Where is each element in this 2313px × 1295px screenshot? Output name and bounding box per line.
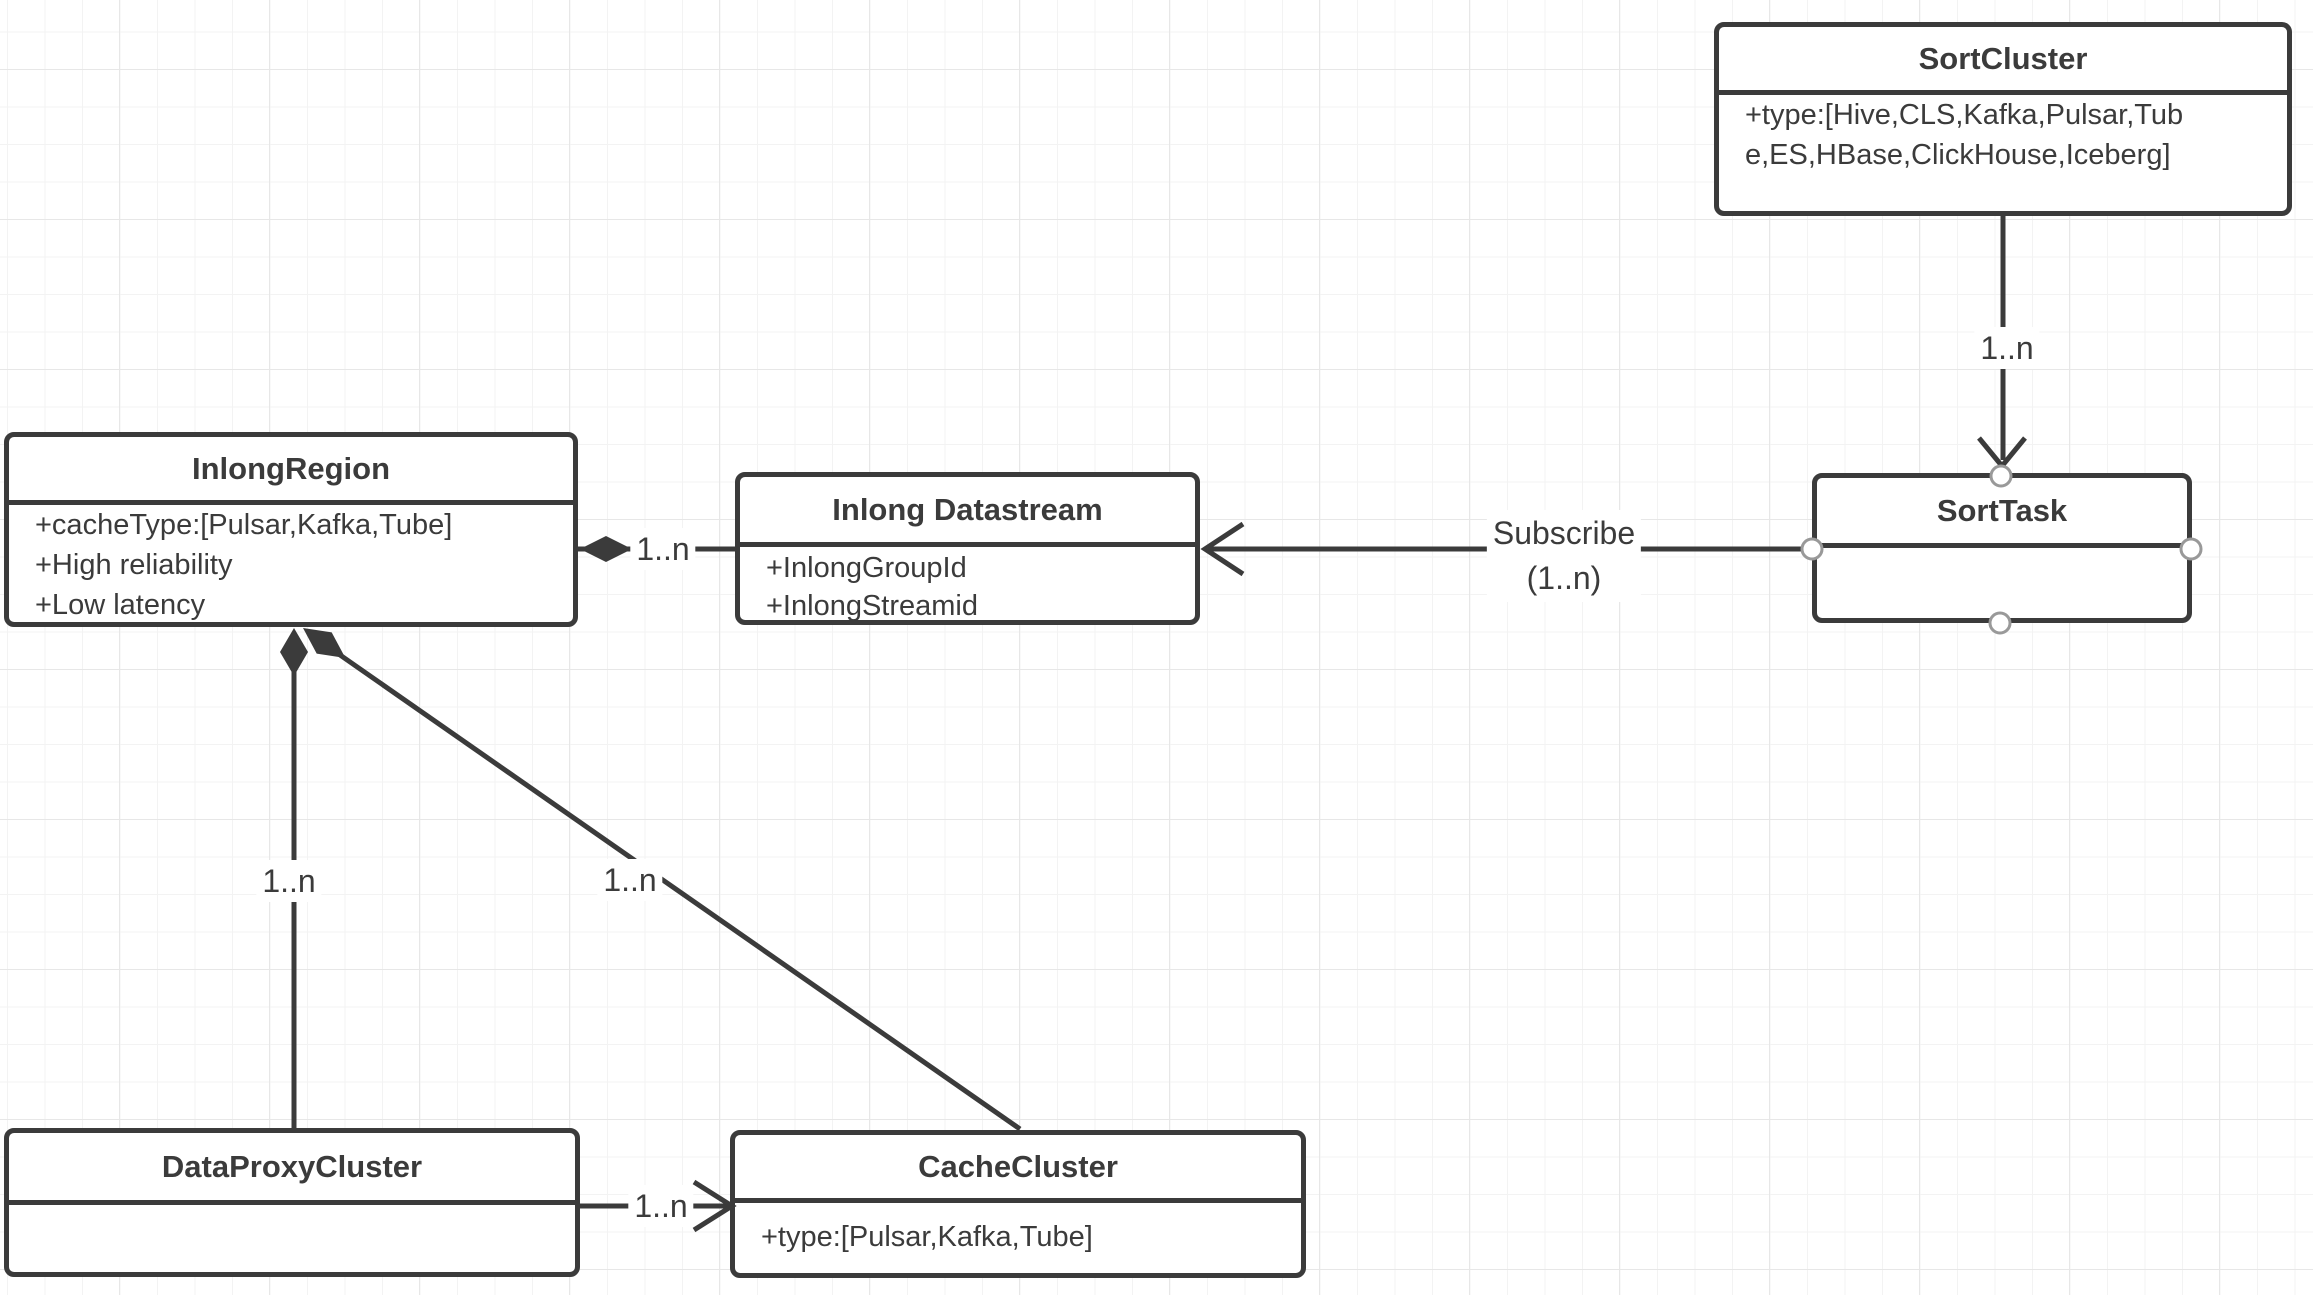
edge-label-multiplicity[interactable]: 1..n bbox=[1974, 327, 2040, 369]
class-title: DataProxyCluster bbox=[9, 1133, 575, 1205]
edge-label-text: Subscribe bbox=[1492, 515, 1636, 551]
class-box-inlongregion[interactable]: InlongRegion +cacheType:[Pulsar,Kafka,Tu… bbox=[4, 432, 578, 627]
open-arrowhead-icon bbox=[1977, 436, 2027, 470]
class-attribute: +type:[Hive,CLS,Kafka,Pulsar,Tube,ES,HBa… bbox=[1745, 99, 2184, 171]
edge-label-multiplicity[interactable]: 1..n bbox=[630, 528, 696, 570]
class-title: SortCluster bbox=[1719, 27, 2287, 95]
class-title: SortTask bbox=[1817, 478, 2187, 548]
composition-diamond-icon bbox=[303, 628, 346, 658]
class-attribute: +InlongGroupId bbox=[766, 552, 967, 584]
connector-inlongregion-to-cachecluster[interactable] bbox=[328, 645, 1022, 1132]
class-title: Inlong Datastream bbox=[740, 477, 1195, 547]
class-attribute: +cacheType:[Pulsar,Kafka,Tube] bbox=[35, 509, 453, 541]
composition-diamond-icon bbox=[580, 536, 632, 562]
composition-diamond-icon bbox=[280, 628, 308, 676]
open-arrowhead-icon bbox=[692, 1179, 737, 1233]
edge-label-multiplicity[interactable]: 1..n bbox=[256, 860, 322, 902]
class-attribute: +type:[Pulsar,Kafka,Tube] bbox=[761, 1221, 1093, 1253]
class-box-sortcluster[interactable]: SortCluster +type:[Hive,CLS,Kafka,Pulsar… bbox=[1714, 22, 2292, 216]
edge-label-multiplicity[interactable]: 1..n bbox=[597, 859, 663, 901]
class-box-dataproxycluster[interactable]: DataProxyCluster bbox=[4, 1128, 580, 1277]
edge-label-subscribe[interactable]: Subscribe (1..n) bbox=[1486, 510, 1642, 602]
class-title: CacheCluster bbox=[735, 1135, 1301, 1203]
class-box-cachecluster[interactable]: CacheCluster +type:[Pulsar,Kafka,Tube] bbox=[730, 1130, 1306, 1278]
edge-label-multiplicity[interactable]: 1..n bbox=[628, 1185, 694, 1227]
open-arrowhead-icon bbox=[1200, 521, 1245, 577]
edge-label-multiplicity: (1..n) bbox=[1526, 560, 1602, 596]
class-attribute: +Low latency bbox=[35, 589, 206, 621]
class-attribute: +High reliability bbox=[35, 549, 233, 581]
class-attribute: +InlongStreamid bbox=[766, 590, 978, 622]
class-box-sorttask[interactable]: SortTask bbox=[1812, 473, 2192, 623]
class-title: InlongRegion bbox=[9, 437, 573, 505]
class-box-inlong-datastream[interactable]: Inlong Datastream +InlongGroupId +Inlong… bbox=[735, 472, 1200, 625]
